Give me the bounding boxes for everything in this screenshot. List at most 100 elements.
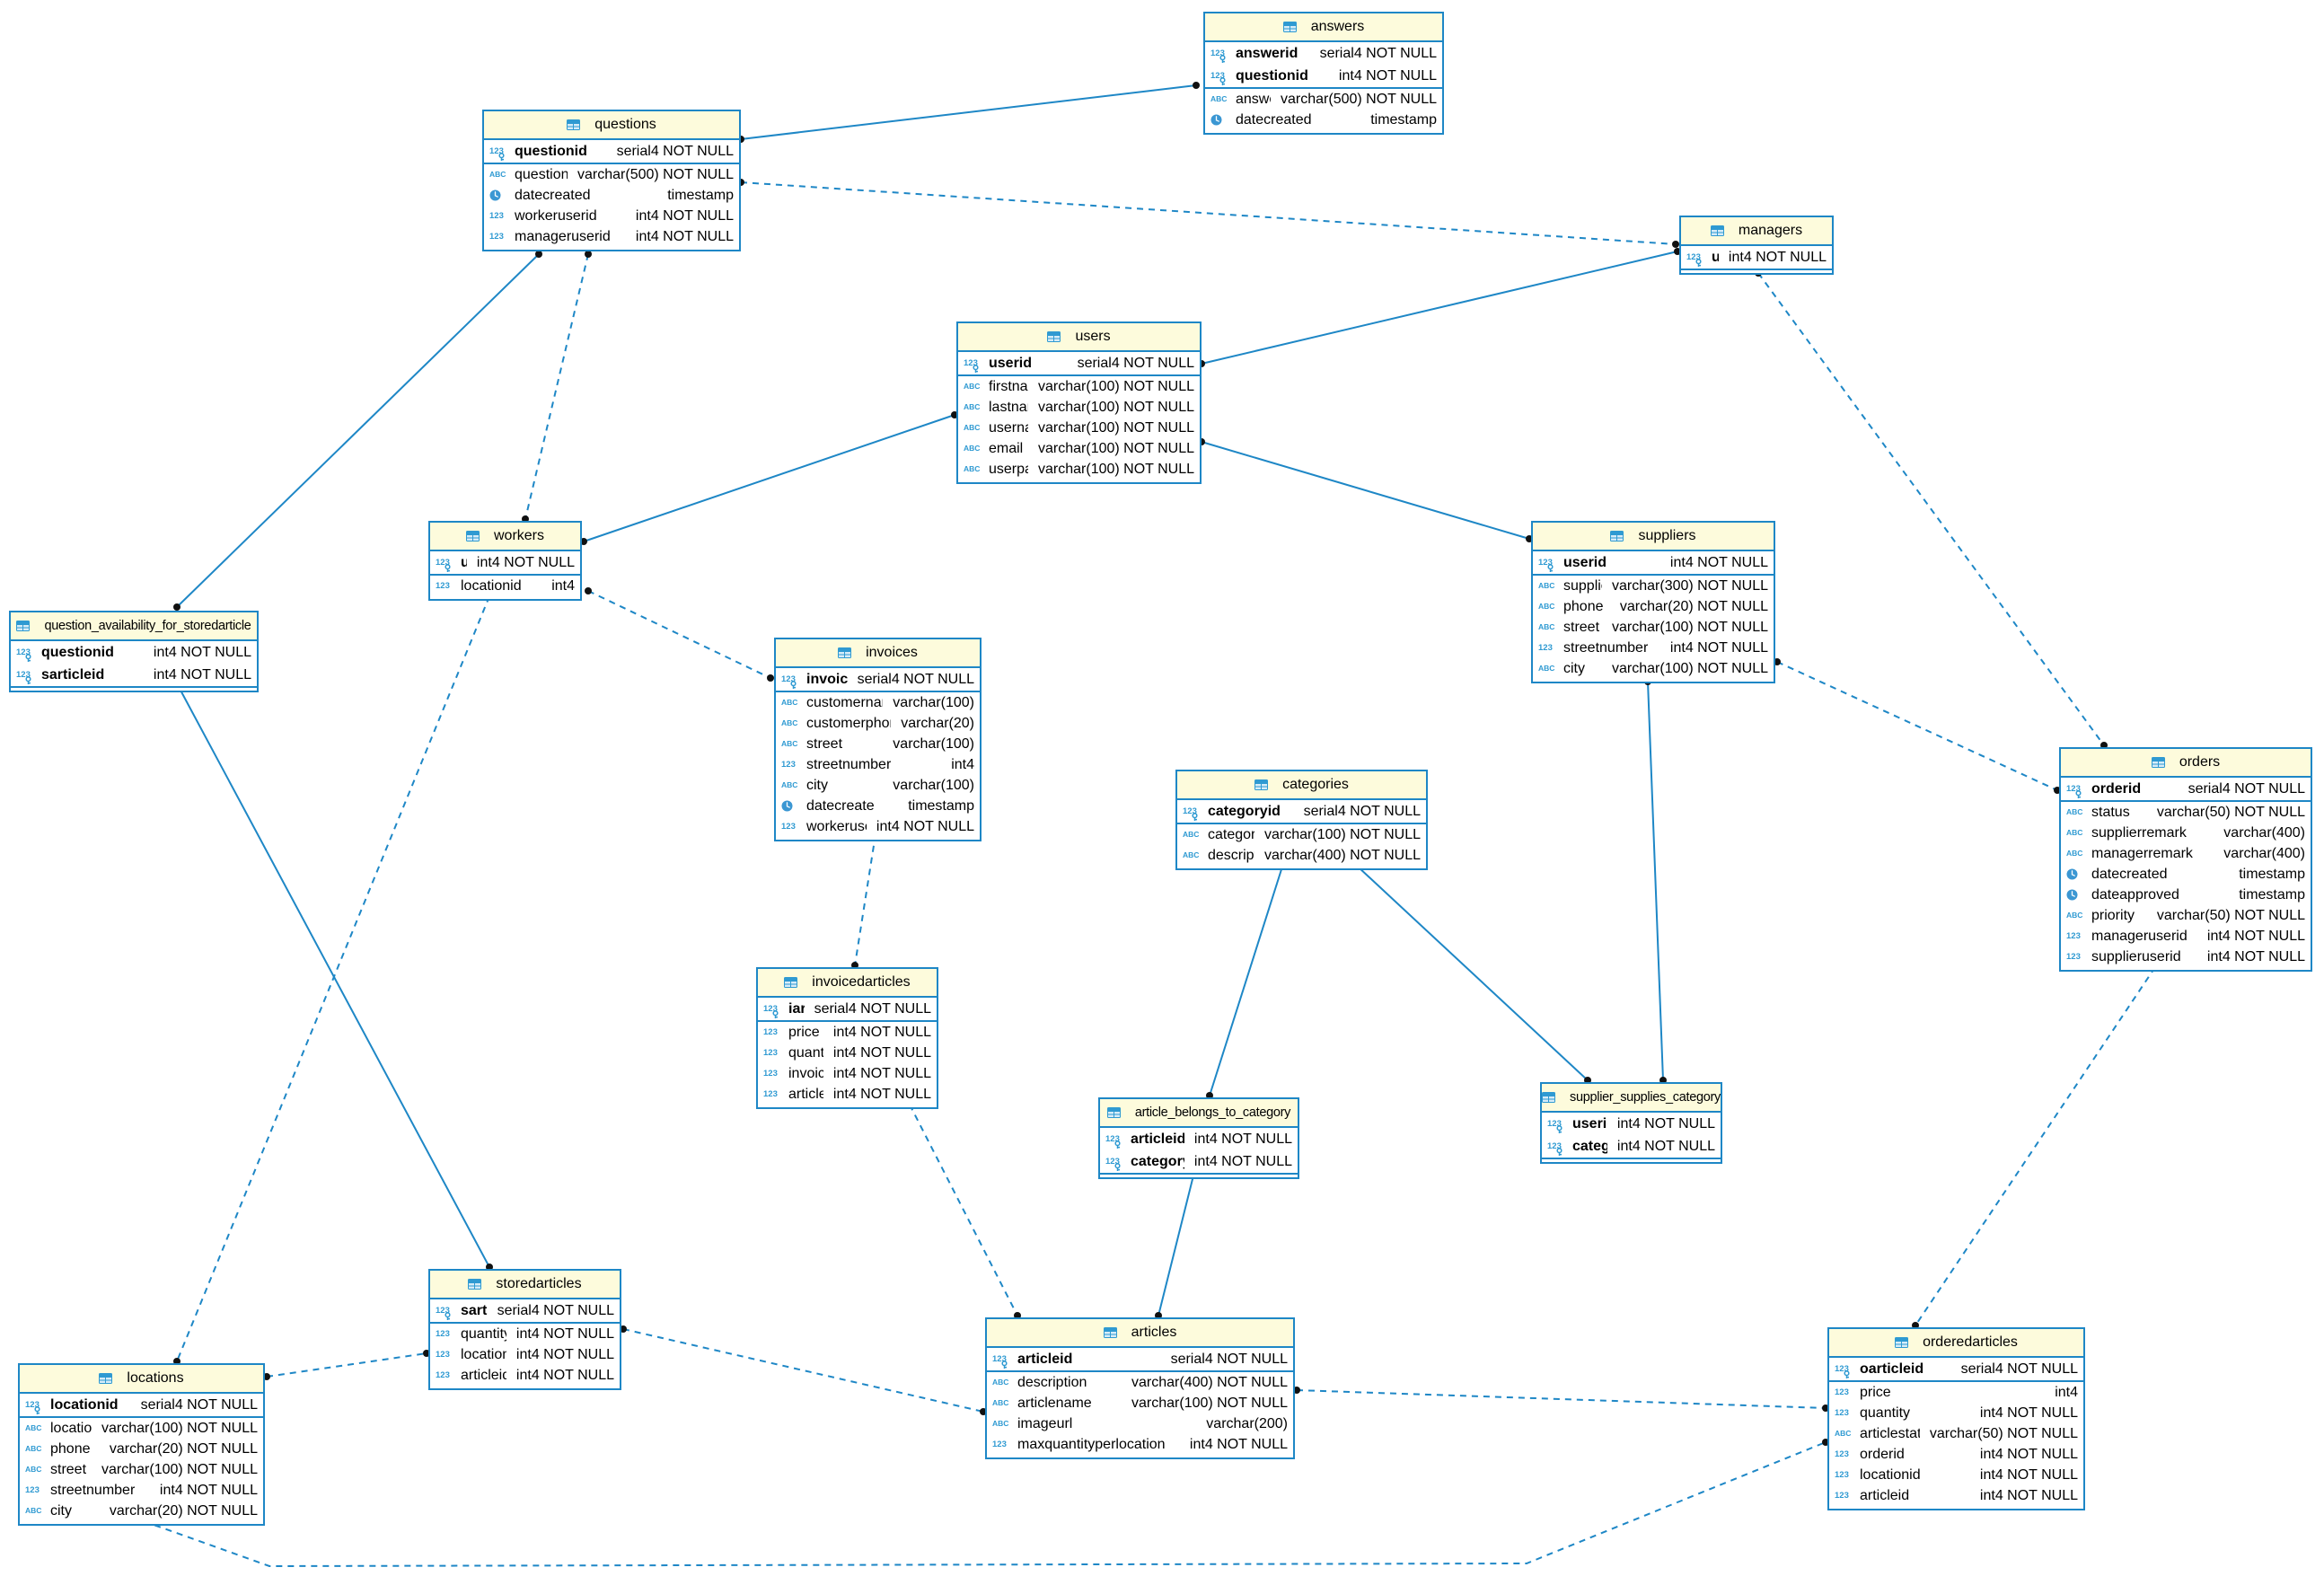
table-header[interactable]: suppliers bbox=[1533, 523, 1774, 551]
column-row[interactable]: 123 locationid int4 bbox=[430, 576, 580, 596]
table-header[interactable]: workers bbox=[430, 523, 580, 551]
column-row[interactable]: ABC city varchar(20) NOT NULL bbox=[20, 1501, 263, 1521]
column-row[interactable]: 123 maxquantityperlocation int4 NOT NULL bbox=[987, 1434, 1293, 1455]
table-workers[interactable]: workers 123 userid int4 NOT NULL 123 loc… bbox=[428, 521, 582, 601]
column-row[interactable]: dateapproved timestamp bbox=[2061, 885, 2311, 905]
column-row[interactable]: 123 userid int4 NOT NULL bbox=[1681, 246, 1832, 269]
table-managers[interactable]: managers 123 userid int4 NOT NULL bbox=[1679, 216, 1834, 275]
column-row[interactable]: ABC street varchar(100) NOT NULL bbox=[20, 1459, 263, 1480]
table-questions[interactable]: questions 123 questionid serial4 NOT NUL… bbox=[482, 110, 741, 251]
column-row[interactable]: ABC imageurl varchar(200) bbox=[987, 1413, 1293, 1434]
column-row[interactable]: ABC phone varchar(20) NOT NULL bbox=[1533, 596, 1774, 617]
table-invoicedarticles[interactable]: invoicedarticles 123 iarticleid serial4 … bbox=[756, 967, 938, 1109]
table-header[interactable]: articles bbox=[987, 1319, 1293, 1348]
column-row[interactable]: 123 categoryid int4 NOT NULL bbox=[1542, 1135, 1721, 1158]
column-row[interactable]: ABC description varchar(400) NOT NULL bbox=[1177, 845, 1426, 866]
column-row[interactable]: ABC articlestatus varchar(50) NOT NULL bbox=[1829, 1423, 2083, 1444]
table-header[interactable]: locations bbox=[20, 1365, 263, 1394]
column-row[interactable]: 123 articleid int4 NOT NULL bbox=[430, 1365, 620, 1386]
edge-categories-article_belongs_to_category[interactable] bbox=[1209, 866, 1283, 1096]
table-header[interactable]: article_belongs_to_category bbox=[1100, 1099, 1298, 1128]
edge-locations-orderedarticles[interactable] bbox=[143, 1441, 1827, 1568]
column-row[interactable]: 123 manageruserid int4 NOT NULL bbox=[484, 226, 739, 247]
column-row[interactable]: ABC city varchar(100) NOT NULL bbox=[1533, 658, 1774, 679]
table-header[interactable]: questions bbox=[484, 111, 739, 140]
column-row[interactable]: ABC priority varchar(50) NOT NULL bbox=[2061, 905, 2311, 926]
edge-invoicedarticles-articles[interactable] bbox=[909, 1104, 1018, 1316]
table-header[interactable]: orderedarticles bbox=[1829, 1329, 2083, 1358]
column-row[interactable]: 123 locationid serial4 NOT NULL bbox=[20, 1394, 263, 1416]
edge-questions-question_availability_for_storedarticle[interactable] bbox=[176, 253, 540, 608]
column-row[interactable]: datecreated timestamp bbox=[1205, 110, 1442, 130]
column-row[interactable]: ABC questiontext varchar(500) NOT NULL bbox=[484, 164, 739, 185]
edge-articles-orderedarticles[interactable] bbox=[1296, 1389, 1827, 1409]
column-row[interactable]: ABC email varchar(100) NOT NULL bbox=[958, 438, 1200, 459]
table-categories[interactable]: categories 123 categoryid serial4 NOT NU… bbox=[1175, 770, 1428, 870]
column-row[interactable]: 123 locationid int4 NOT NULL bbox=[430, 1344, 620, 1365]
column-row[interactable]: 123 quantity int4 NOT NULL bbox=[430, 1324, 620, 1344]
table-header[interactable]: invoicedarticles bbox=[758, 969, 937, 998]
column-row[interactable]: 123 quantity int4 NOT NULL bbox=[1829, 1403, 2083, 1423]
edge-storedarticles-articles[interactable] bbox=[622, 1328, 984, 1413]
column-row[interactable]: 123 oarticleid serial4 NOT NULL bbox=[1829, 1358, 2083, 1380]
table-supplier_supplies_category[interactable]: supplier_supplies_category 123 userid in… bbox=[1540, 1082, 1722, 1164]
column-row[interactable]: 123 supplieruserid int4 NOT NULL bbox=[2061, 947, 2311, 967]
column-row[interactable]: 123 answerid serial4 NOT NULL bbox=[1205, 42, 1442, 65]
column-row[interactable]: 123 userid int4 NOT NULL bbox=[430, 551, 580, 574]
column-row[interactable]: ABC answertext varchar(500) NOT NULL bbox=[1205, 89, 1442, 110]
table-article_belongs_to_category[interactable]: article_belongs_to_category 123 articlei… bbox=[1098, 1097, 1299, 1179]
column-row[interactable]: 123 orderid int4 NOT NULL bbox=[1829, 1444, 2083, 1465]
column-row[interactable]: ABC articlename varchar(100) NOT NULL bbox=[987, 1393, 1293, 1413]
column-row[interactable]: 123 price int4 NOT NULL bbox=[758, 1022, 937, 1043]
table-header[interactable]: invoices bbox=[776, 639, 980, 668]
edge-invoices-invoicedarticles[interactable] bbox=[854, 833, 876, 966]
column-row[interactable]: datecreated timestamp bbox=[484, 185, 739, 206]
column-row[interactable]: ABC userpassword varchar(100) NOT NULL bbox=[958, 459, 1200, 480]
column-row[interactable]: 123 invoiceid int4 NOT NULL bbox=[758, 1063, 937, 1084]
column-row[interactable]: ABC phone varchar(20) NOT NULL bbox=[20, 1439, 263, 1459]
column-row[interactable]: 123 quantity int4 NOT NULL bbox=[758, 1043, 937, 1063]
column-row[interactable]: 123 manageruserid int4 NOT NULL bbox=[2061, 926, 2311, 947]
edge-questions-workers[interactable] bbox=[524, 253, 589, 520]
column-row[interactable]: datecreate timestamp bbox=[776, 796, 980, 816]
table-header[interactable]: supplier_supplies_category bbox=[1542, 1084, 1721, 1113]
table-header[interactable]: orders bbox=[2061, 749, 2311, 778]
column-row[interactable]: 123 categoryid serial4 NOT NULL bbox=[1177, 800, 1426, 823]
column-row[interactable]: ABC supplierinfo varchar(300) NOT NULL bbox=[1533, 576, 1774, 596]
table-header[interactable]: managers bbox=[1681, 217, 1832, 246]
column-row[interactable]: 123 workeruserid int4 NOT NULL bbox=[484, 206, 739, 226]
edge-suppliers-orders[interactable] bbox=[1776, 661, 2058, 791]
column-row[interactable]: 123 iarticleid serial4 NOT NULL bbox=[758, 998, 937, 1020]
column-row[interactable]: ABC username varchar(100) NOT NULL bbox=[958, 418, 1200, 438]
column-row[interactable]: datecreated timestamp bbox=[2061, 864, 2311, 885]
column-row[interactable]: 123 workeruserid int4 NOT NULL bbox=[776, 816, 980, 837]
column-row[interactable]: ABC categoryname varchar(100) NOT NULL bbox=[1177, 824, 1426, 845]
table-articles[interactable]: articles 123 articleid serial4 NOT NULL … bbox=[985, 1317, 1295, 1459]
edge-questions-answers[interactable] bbox=[740, 84, 1197, 140]
table-users[interactable]: users 123 userid serial4 NOT NULL ABC fi… bbox=[956, 321, 1202, 484]
column-row[interactable]: ABC customerphone varchar(20) bbox=[776, 713, 980, 734]
column-row[interactable]: 123 userid serial4 NOT NULL bbox=[958, 352, 1200, 374]
table-orderedarticles[interactable]: orderedarticles 123 oarticleid serial4 N… bbox=[1827, 1327, 2085, 1510]
column-row[interactable]: 123 questionid serial4 NOT NULL bbox=[484, 140, 739, 163]
table-locations[interactable]: locations 123 locationid serial4 NOT NUL… bbox=[18, 1363, 265, 1526]
edge-users-managers[interactable] bbox=[1201, 251, 1678, 365]
table-header[interactable]: answers bbox=[1205, 13, 1442, 42]
table-header[interactable]: storedarticles bbox=[430, 1271, 620, 1299]
column-row[interactable]: ABC managerremark varchar(400) bbox=[2061, 843, 2311, 864]
column-row[interactable]: 123 articleid serial4 NOT NULL bbox=[987, 1348, 1293, 1370]
column-row[interactable]: 123 articleid int4 NOT NULL bbox=[1100, 1128, 1298, 1150]
table-invoices[interactable]: invoices 123 invoiceid serial4 NOT NULL … bbox=[774, 638, 982, 841]
column-row[interactable]: 123 streetnumber int4 NOT NULL bbox=[1533, 638, 1774, 658]
column-row[interactable]: 123 questionid int4 NOT NULL bbox=[1205, 65, 1442, 87]
edge-workers-users[interactable] bbox=[583, 414, 955, 542]
table-question_availability_for_storedarticle[interactable]: question_availability_for_storedarticle … bbox=[9, 611, 259, 692]
column-row[interactable]: 123 locationid int4 NOT NULL bbox=[1829, 1465, 2083, 1485]
column-row[interactable]: ABC street varchar(100) NOT NULL bbox=[1533, 617, 1774, 638]
column-row[interactable]: 123 questionid int4 NOT NULL bbox=[11, 641, 257, 664]
column-row[interactable]: 123 invoiceid serial4 NOT NULL bbox=[776, 668, 980, 691]
edge-orders-orderedarticles[interactable] bbox=[1915, 966, 2156, 1326]
column-row[interactable]: ABC status varchar(50) NOT NULL bbox=[2061, 802, 2311, 823]
table-header[interactable]: users bbox=[958, 323, 1200, 352]
column-row[interactable]: 123 sarticleid int4 NOT NULL bbox=[11, 664, 257, 686]
